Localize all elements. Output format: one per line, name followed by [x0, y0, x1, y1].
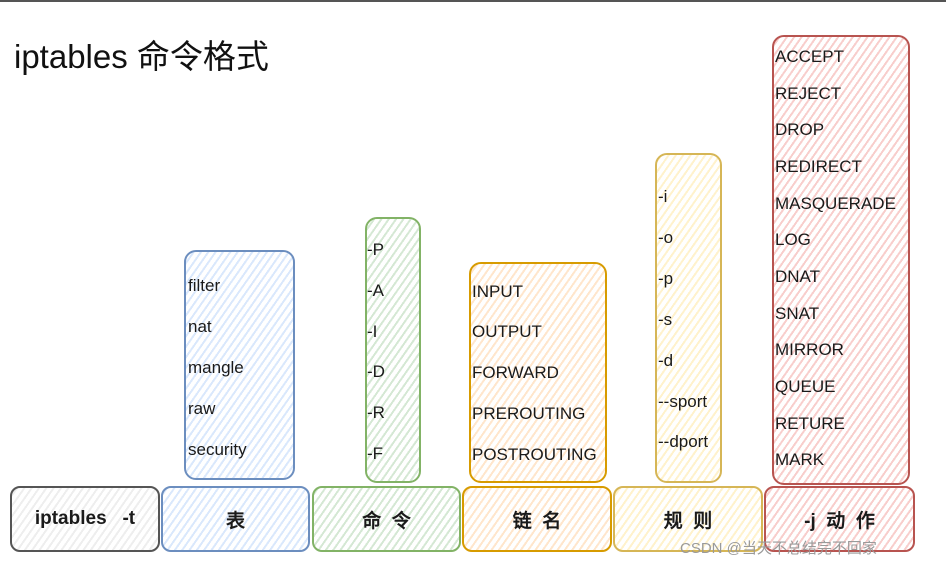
page-title: iptables 命令格式	[14, 38, 269, 75]
watermark: CSDN @当天不总结完不回家	[680, 540, 877, 557]
table-item: security	[188, 440, 247, 459]
base-iptables: iptables -t	[10, 486, 160, 552]
table-item: nat	[188, 317, 212, 336]
chain-item: POSTROUTING	[472, 445, 597, 464]
rule-item: -s	[658, 310, 673, 329]
chain-item: PREROUTING	[472, 404, 586, 423]
top-divider	[0, 0, 946, 2]
base-rule: 规 则	[613, 486, 763, 552]
chains-box	[469, 262, 607, 483]
action-item: REDIRECT	[775, 157, 862, 176]
command-item: -F	[367, 444, 384, 463]
action-item: DNAT	[775, 267, 821, 286]
action-item: ACCEPT	[775, 47, 844, 66]
command-item: -R	[367, 403, 385, 422]
command-item: -P	[367, 240, 384, 259]
rule-item: --sport	[658, 392, 708, 411]
rules-box	[655, 153, 722, 483]
command-item: -D	[367, 362, 385, 381]
chain-item: OUTPUT	[472, 322, 542, 341]
rule-item: -o	[658, 228, 674, 247]
chain-item: FORWARD	[472, 363, 559, 382]
action-item: MASQUERADE	[775, 194, 896, 213]
action-item: REJECT	[775, 84, 842, 103]
chain-item: INPUT	[472, 282, 523, 301]
table-item: mangle	[188, 358, 244, 377]
rule-item: -p	[658, 269, 674, 288]
action-item: SNAT	[775, 304, 820, 323]
action-item: RETURE	[775, 414, 845, 433]
action-item: MIRROR	[775, 340, 844, 359]
base-command: 命 令	[312, 486, 461, 552]
rule-item: -i	[658, 187, 668, 206]
tables-box	[184, 250, 295, 480]
base-chain: 链 名	[462, 486, 612, 552]
base-table: 表	[161, 486, 310, 552]
actions-box	[772, 35, 910, 485]
action-item: MARK	[775, 450, 825, 469]
action-item: DROP	[775, 120, 825, 139]
command-item: -I	[367, 322, 378, 341]
rule-item: --dport	[658, 432, 709, 451]
rule-item: -d	[658, 351, 674, 370]
action-item: QUEUE	[775, 377, 836, 396]
table-item: filter	[188, 276, 221, 295]
base-action: -j 动 作	[764, 486, 915, 552]
table-item: raw	[188, 399, 216, 418]
commands-box	[365, 217, 421, 483]
command-item: -A	[367, 281, 384, 300]
action-item: LOG	[775, 230, 811, 249]
